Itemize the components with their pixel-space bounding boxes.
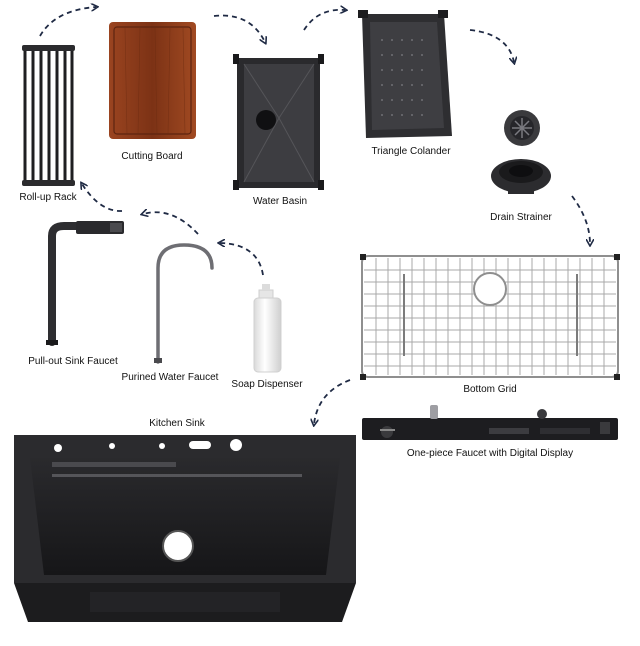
arrow-colander-to-strainer [469, 29, 514, 62]
flow-arrows [39, 7, 590, 424]
label-pullout-faucet: Pull-out Sink Faucet [28, 356, 118, 367]
arrow-soap-to-purified [220, 243, 264, 276]
label-triangle-colander: Triangle Colander [371, 146, 451, 157]
arrow-strainer-to-grid [571, 195, 590, 244]
label-purified-faucet: Purined Water Faucet [121, 372, 219, 383]
label-rollup-rack: Roll-up Rack [19, 192, 77, 203]
arrow-basin-to-colander [303, 10, 345, 31]
digital-faucet-icon [362, 405, 618, 440]
arrow-grid-to-sink [314, 379, 351, 424]
water-basin-icon [233, 54, 324, 190]
cutting-board-icon [109, 22, 196, 139]
label-kitchen-sink: Kitchen Sink [149, 418, 205, 429]
drain-strainer-icon [491, 110, 551, 194]
arrow-purified-to-pullout [143, 212, 199, 235]
kitchen-sink-icon [14, 435, 356, 622]
arrow-rack-to-board [39, 7, 96, 37]
pullout-faucet-icon [46, 221, 124, 346]
arrow-board-to-basin [213, 14, 265, 42]
label-soap-dispenser: Soap Dispenser [231, 379, 303, 390]
soap-dispenser-icon [253, 284, 282, 373]
purified-faucet-icon [154, 243, 214, 364]
bottom-grid-icon [360, 254, 620, 380]
arrow-pullout-to-rack [82, 184, 123, 212]
label-water-basin: Water Basin [252, 196, 308, 207]
label-drain-strainer: Drain Strainer [490, 212, 552, 223]
label-cutting-board: Cutting Board [121, 151, 183, 162]
colander-icon [358, 10, 452, 138]
label-onepiece-faucet: One-piece Faucet with Digital Display [406, 448, 574, 459]
rollup-rack-icon [22, 45, 75, 186]
label-bottom-grid: Bottom Grid [463, 384, 517, 395]
